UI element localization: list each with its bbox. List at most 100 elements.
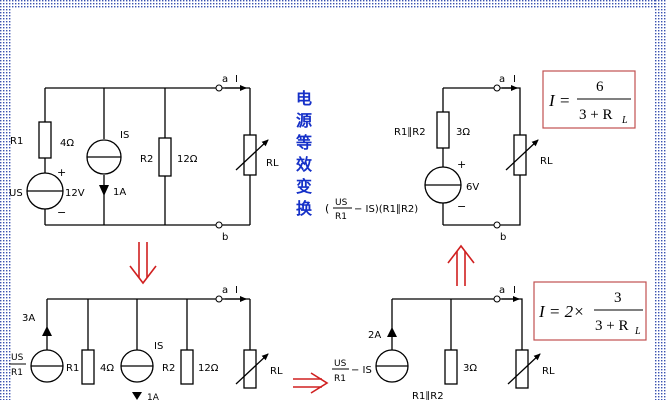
frame-dot: [390, 6, 392, 8]
frame-dot: [661, 342, 663, 344]
frame-dot: [159, 3, 161, 5]
frame-dot: [513, 0, 515, 2]
frame-dot: [655, 330, 657, 332]
frame-dot: [6, 114, 8, 116]
transform-label: 电 源 等 效 变 换: [295, 89, 313, 218]
frame-dot: [45, 6, 47, 8]
frame-dot: [3, 327, 5, 329]
frame-dot: [381, 0, 383, 2]
frame-dot: [661, 90, 663, 92]
frame-dot: [655, 336, 657, 338]
frame-dot: [9, 171, 11, 173]
formula-lhs: I =: [548, 91, 570, 110]
frame-dot: [661, 228, 663, 230]
frame-dot: [664, 360, 666, 362]
frame-dot: [9, 153, 11, 155]
frame-dot: [655, 312, 657, 314]
frame-dot: [192, 3, 194, 5]
frame-dot: [9, 219, 11, 221]
frame-dot: [655, 141, 657, 143]
frame-dot: [9, 21, 11, 23]
frame-dot: [522, 0, 524, 2]
frame-dot: [318, 3, 320, 5]
arrow-down-icon: [129, 242, 157, 285]
frame-dot: [664, 57, 666, 59]
frame-dot: [480, 6, 482, 8]
frame-dot: [150, 3, 152, 5]
frame-dot: [585, 0, 587, 2]
frame-dot: [661, 177, 663, 179]
frame-dot: [231, 6, 233, 8]
frame-dot: [342, 6, 344, 8]
frame-dot: [132, 3, 134, 5]
frame-dot: [661, 237, 663, 239]
label-r1: R1: [10, 136, 23, 147]
frame-dot: [318, 6, 320, 8]
frame-dot: [99, 6, 101, 8]
frame-dot: [655, 231, 657, 233]
frame-dot: [664, 318, 666, 320]
frame-dot: [661, 309, 663, 311]
frame-dot: [6, 198, 8, 200]
frame-dot: [0, 60, 2, 62]
frame-dot: [375, 6, 377, 8]
frame-dot: [66, 0, 68, 2]
frame-dot: [351, 0, 353, 2]
frame-dot: [0, 42, 2, 44]
frame-dot: [655, 45, 657, 47]
frame-dot: [3, 66, 5, 68]
frame-dot: [658, 279, 660, 281]
frame-dot: [661, 357, 663, 359]
frame-dot: [658, 75, 660, 77]
frame-dot: [465, 6, 467, 8]
frame-dot: [9, 324, 11, 326]
frame-dot: [3, 42, 5, 44]
frame-dot: [6, 24, 8, 26]
frame-dot: [658, 312, 660, 314]
frame-dot: [658, 189, 660, 191]
frame-dot: [664, 114, 666, 116]
frame-dot: [655, 228, 657, 230]
frame-dot: [9, 354, 11, 356]
frame-dot: [579, 0, 581, 2]
frame-dot: [309, 3, 311, 5]
frame-dot: [658, 78, 660, 80]
frame-dot: [6, 126, 8, 128]
frame-dot: [655, 72, 657, 74]
frame-dot: [664, 267, 666, 269]
frame-dot: [420, 0, 422, 2]
frame-dot: [408, 6, 410, 8]
frame-dot: [655, 393, 657, 395]
frame-dot: [3, 297, 5, 299]
frame-dot: [664, 24, 666, 26]
frame-dot: [546, 3, 548, 5]
frame-dot: [18, 0, 20, 2]
frame-dot: [664, 390, 666, 392]
frame-dot: [664, 258, 666, 260]
frame-dot: [171, 3, 173, 5]
frame-dot: [658, 57, 660, 59]
frame-dot: [3, 315, 5, 317]
frame-dot: [6, 366, 8, 368]
frame-dot: [655, 279, 657, 281]
frame-dot: [564, 3, 566, 5]
frame-dot: [6, 378, 8, 380]
frame-dot: [3, 21, 5, 23]
frame-dot: [468, 3, 470, 5]
frame-dot: [658, 159, 660, 161]
frame-dot: [504, 0, 506, 2]
frame-dot: [240, 6, 242, 8]
frame-dot: [664, 180, 666, 182]
frame-dot: [6, 177, 8, 179]
frame-dot: [655, 363, 657, 365]
frame-dot: [354, 0, 356, 2]
frame-dot: [3, 105, 5, 107]
frame-dot: [648, 0, 650, 2]
frame-dot: [655, 75, 657, 77]
frame-dot: [658, 135, 660, 137]
frame-dot: [72, 6, 74, 8]
frame-dot: [658, 396, 660, 398]
frame-dot: [252, 6, 254, 8]
frame-dot: [664, 132, 666, 134]
arrow-right-icon: [293, 372, 329, 394]
